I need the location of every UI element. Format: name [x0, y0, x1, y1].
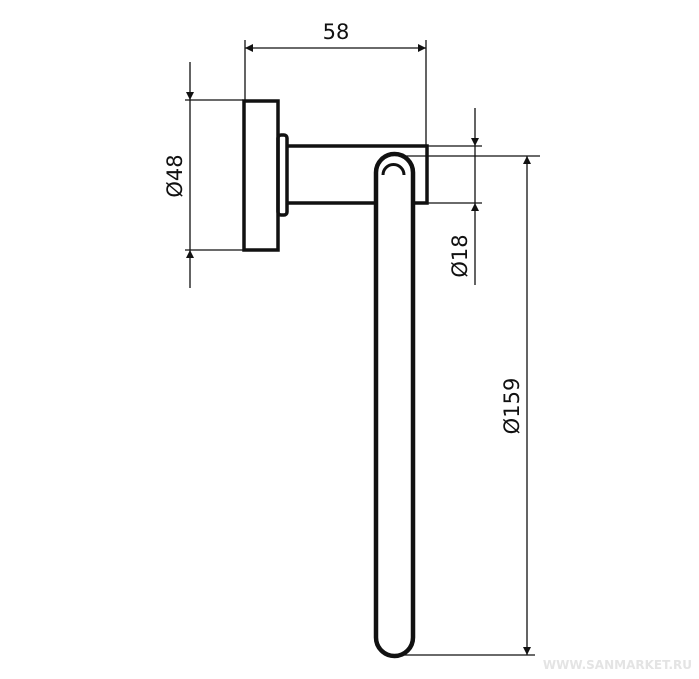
ring-outer [373, 151, 416, 659]
watermark: WWW.SANMARKET.RU [543, 658, 692, 672]
arm [287, 144, 429, 205]
flange [276, 133, 289, 217]
wall-plate [242, 99, 280, 252]
product-outline [242, 99, 429, 659]
dimension-lines [185, 40, 540, 656]
dim-18-label: Ø18 [448, 234, 472, 277]
dim-58-label: 58 [323, 20, 350, 44]
dim-48-label: Ø48 [163, 154, 187, 197]
dim-159-label: Ø159 [500, 378, 524, 435]
ring-inner-top [381, 163, 406, 176]
